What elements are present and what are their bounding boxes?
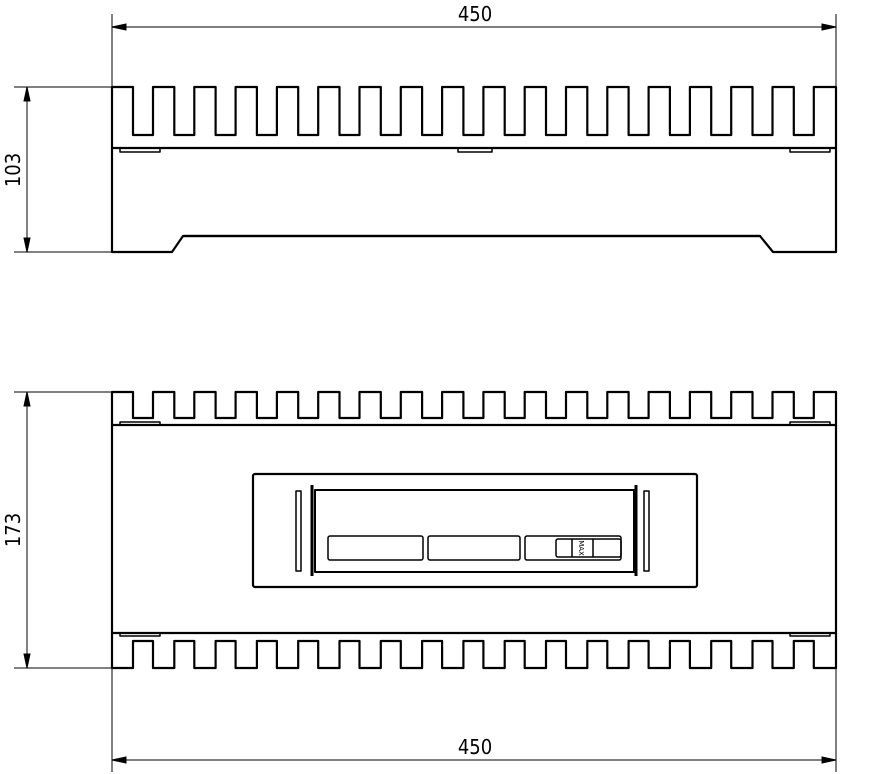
dimension-plan-width: 450: [111, 668, 837, 772]
dimension-front-height: 103: [1, 86, 112, 253]
front-outline: [110, 85, 838, 254]
dimension-label: 103: [1, 153, 25, 187]
dimension-plan-depth: 173: [1, 391, 112, 669]
dimension-label: 450: [458, 735, 492, 759]
dimension-front-width: 450: [111, 2, 837, 88]
max-label: MAX: [577, 540, 585, 556]
dimension-label: 173: [1, 513, 25, 547]
plan-view: MAX: [110, 390, 838, 670]
dimension-label: 450: [458, 2, 492, 26]
max-slider-control: MAX: [555, 538, 622, 558]
front-view: [110, 85, 838, 254]
burner-panel: MAX: [251, 472, 699, 589]
plan-outline: [110, 390, 838, 670]
